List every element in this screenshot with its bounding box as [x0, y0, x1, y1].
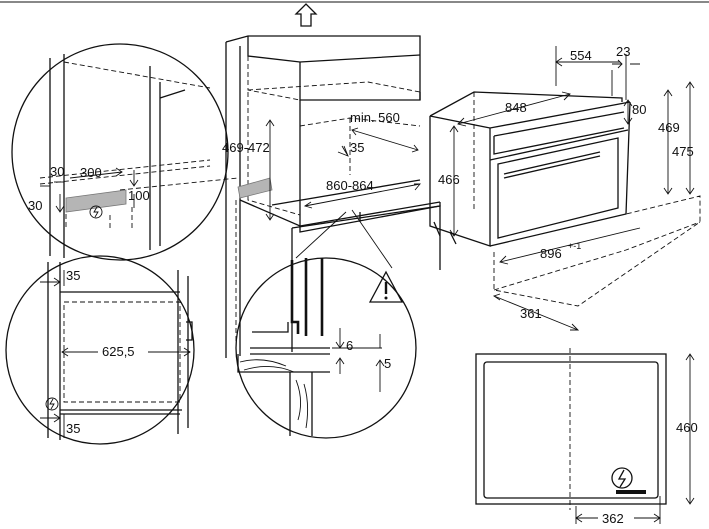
front-362-label: 362 — [602, 511, 624, 526]
cabinet-width-dim: 860-864 — [303, 178, 421, 209]
oven-80-label: 80 — [632, 102, 646, 117]
cabinet-height-label: 469-472 — [222, 140, 270, 155]
oven-469-label: 469 — [658, 120, 680, 135]
oven-466-label: 466 — [438, 172, 460, 187]
front-460-label: 460 — [676, 420, 698, 435]
cabinet-height-dim: 469-472 — [222, 119, 275, 221]
oven-361-label: 361 — [520, 306, 542, 321]
side-detail-circle: 35 625,5 35 — [5, 255, 195, 445]
arrow-up-icon — [294, 3, 318, 27]
wall-outlet-area — [65, 189, 127, 213]
electrical-connection-icon — [45, 397, 59, 411]
warning-triangle-icon — [368, 270, 404, 303]
gap-detail-circle: 6 5 — [235, 209, 417, 439]
cabinet-depth-dim: min. 560 — [350, 110, 419, 153]
dim-300-label: 300 — [80, 165, 102, 180]
dim-30-top-label: 30 — [50, 164, 64, 179]
dim-100-label: 100 — [128, 188, 150, 203]
side-35-bottom-label: 35 — [66, 421, 80, 436]
oven-896-tol-label: +-1 — [568, 241, 581, 251]
gap-5-label: 5 — [384, 356, 391, 371]
cabinet-width-label: 860-864 — [326, 178, 374, 193]
wall-detail-circle: 300 30 30 100 — [11, 43, 229, 261]
min-depth-label: min. 560 — [350, 110, 400, 125]
gap-6-label: 6 — [346, 338, 353, 353]
oven-475-label: 475 — [672, 144, 694, 159]
electrical-connection-icon — [611, 467, 633, 489]
cabinet-drawing — [119, 35, 441, 358]
oven-848-label: 848 — [505, 100, 527, 115]
offset-35-dim: 35 — [337, 140, 364, 157]
side-35-top-label: 35 — [66, 268, 80, 283]
offset-35-label: 35 — [350, 140, 364, 155]
outlet-area — [237, 177, 273, 199]
front-view: 460 362 — [475, 348, 698, 526]
oven-896-label: 896 — [540, 246, 562, 261]
dim-30-left-label: 30 — [28, 198, 42, 213]
oven-perspective: 554 23 848 80 469 475 466 896 +-1 — [429, 44, 701, 331]
electrical-connection-icon — [89, 205, 103, 219]
oven-554-label: 554 — [570, 48, 592, 63]
side-625-label: 625,5 — [102, 344, 135, 359]
oven-23-label: 23 — [616, 44, 630, 59]
